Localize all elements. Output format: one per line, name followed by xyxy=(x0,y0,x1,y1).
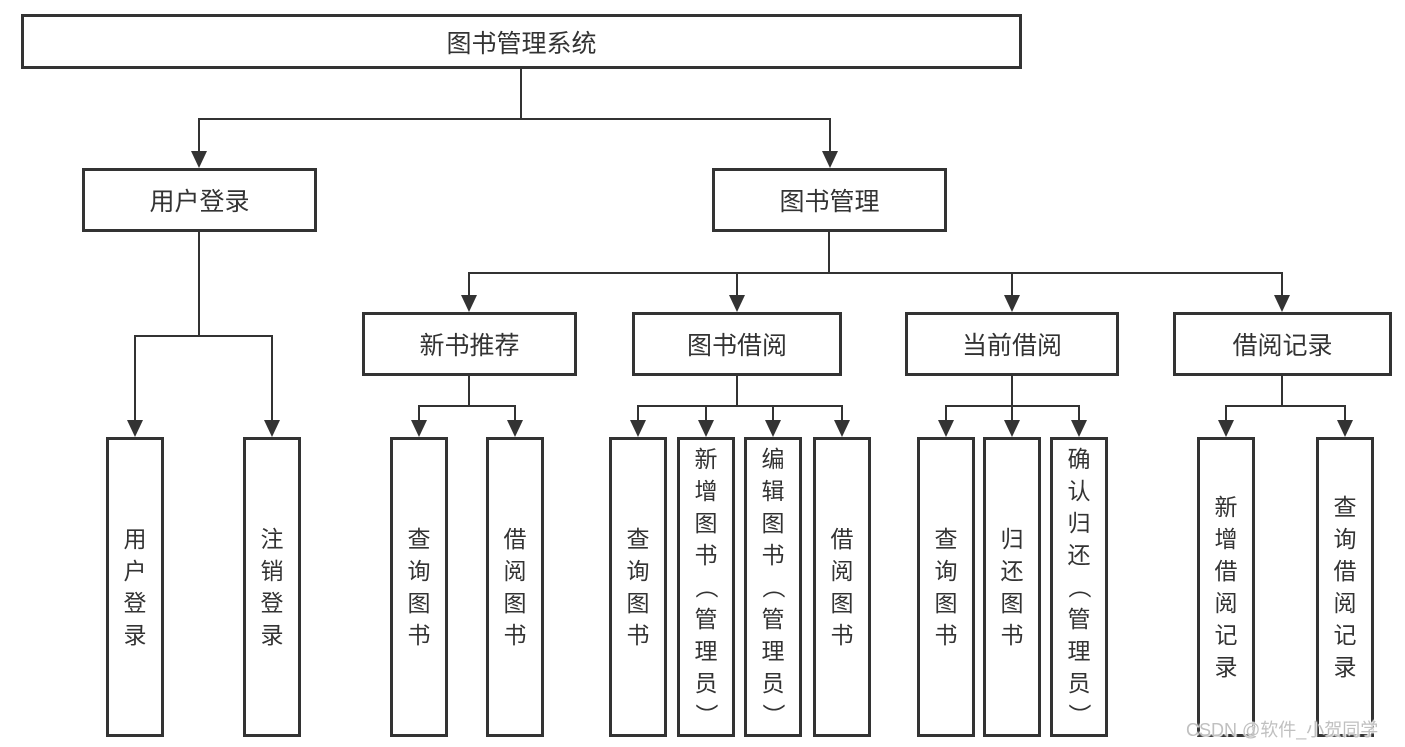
connector-line xyxy=(1225,405,1227,422)
node-current-borrow: 当前借阅 xyxy=(905,312,1119,376)
arrowhead-down-icon xyxy=(507,420,523,437)
arrowhead-down-icon xyxy=(191,151,207,168)
arrowhead-down-icon xyxy=(1337,420,1353,437)
connector-line xyxy=(772,405,774,422)
node-borrow-records: 借阅记录 xyxy=(1173,312,1392,376)
arrowhead-down-icon xyxy=(729,295,745,312)
connector-line xyxy=(418,405,420,422)
connector-line xyxy=(520,69,522,120)
connector-line xyxy=(637,405,843,407)
connector-line xyxy=(705,405,707,422)
connector-line xyxy=(271,335,273,422)
arrowhead-down-icon xyxy=(938,420,954,437)
arrowhead-down-icon xyxy=(1004,295,1020,312)
connector-line xyxy=(1281,272,1283,298)
arrowhead-down-icon xyxy=(264,420,280,437)
arrowhead-down-icon xyxy=(1218,420,1234,437)
connector-line xyxy=(736,376,738,407)
connector-line xyxy=(1344,405,1346,422)
node-book-borrow: 图书借阅 xyxy=(632,312,842,376)
leaf-add-borrow-record: 新增借阅记录 xyxy=(1197,437,1255,737)
leaf-edit-books-admin: 编辑图书（管理员） xyxy=(744,437,802,737)
connector-line xyxy=(198,232,200,337)
connector-line xyxy=(419,405,516,407)
arrowhead-down-icon xyxy=(461,295,477,312)
leaf-logout: 注销登录 xyxy=(243,437,301,737)
connector-line xyxy=(946,405,1080,407)
leaf-user-login: 用户登录 xyxy=(106,437,164,737)
leaf-borrow-books: 借阅图书 xyxy=(486,437,544,737)
arrowhead-down-icon xyxy=(1071,420,1087,437)
connector-line xyxy=(1011,405,1013,422)
connector-line xyxy=(198,118,831,120)
connector-line xyxy=(198,118,200,153)
csdn-watermark: CSDN @软件_小贺同学 xyxy=(1186,720,1379,740)
connector-line xyxy=(841,405,843,422)
node-new-book-recommend: 新书推荐 xyxy=(362,312,577,376)
connector-line xyxy=(1226,405,1346,407)
connector-line xyxy=(134,335,136,422)
arrowhead-down-icon xyxy=(1274,295,1290,312)
leaf-return-books: 归还图书 xyxy=(983,437,1041,737)
connector-line xyxy=(468,376,470,407)
connector-line xyxy=(828,232,830,274)
leaf-confirm-return-admin: 确认归还（管理员） xyxy=(1050,437,1108,737)
connector-line xyxy=(1281,376,1283,407)
leaf-query-books: 查询图书 xyxy=(917,437,975,737)
connector-line xyxy=(637,405,639,422)
connector-line xyxy=(736,272,738,298)
connector-line xyxy=(1011,272,1013,298)
connector-line xyxy=(945,405,947,422)
arrowhead-down-icon xyxy=(127,420,143,437)
arrowhead-down-icon xyxy=(765,420,781,437)
node-root: 图书管理系统 xyxy=(21,14,1022,69)
connector-line xyxy=(468,272,1283,274)
leaf-borrow-books: 借阅图书 xyxy=(813,437,871,737)
arrowhead-down-icon xyxy=(411,420,427,437)
arrowhead-down-icon xyxy=(698,420,714,437)
arrowhead-down-icon xyxy=(834,420,850,437)
arrowhead-down-icon xyxy=(630,420,646,437)
leaf-query-books: 查询图书 xyxy=(390,437,448,737)
leaf-query-borrow-record: 查询借阅记录 xyxy=(1316,437,1374,737)
node-book-management: 图书管理 xyxy=(712,168,947,232)
leaf-add-books-admin: 新增图书（管理员） xyxy=(677,437,735,737)
connector-line xyxy=(134,335,273,337)
arrowhead-down-icon xyxy=(822,151,838,168)
connector-line xyxy=(1078,405,1080,422)
connector-line xyxy=(514,405,516,422)
connector-line xyxy=(468,272,470,298)
arrowhead-down-icon xyxy=(1004,420,1020,437)
connector-line xyxy=(829,118,831,153)
leaf-query-books: 查询图书 xyxy=(609,437,667,737)
connector-line xyxy=(1011,376,1013,407)
node-user-login: 用户登录 xyxy=(82,168,317,232)
